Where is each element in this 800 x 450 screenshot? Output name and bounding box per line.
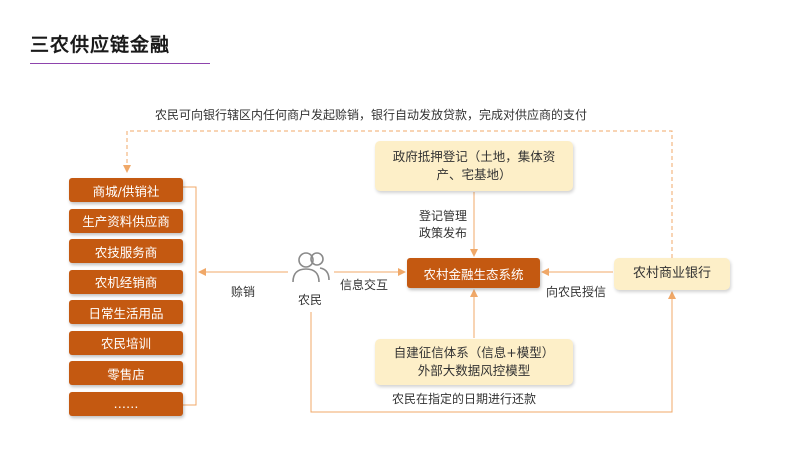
registration-label-1: 登记管理: [419, 209, 468, 223]
repay-label: 农民在指定的日期进行还款: [392, 392, 537, 406]
credit-box-line2: 外部大数据风控模型: [417, 363, 531, 378]
repayment-loop: [310, 291, 676, 413]
entity-item: 农技服务商: [69, 239, 183, 263]
title-underline: [30, 63, 210, 64]
entity-item: 商城/供销社: [69, 178, 183, 202]
farmer-label: 农民: [298, 293, 323, 307]
grant-credit-label: 向农民授信: [546, 285, 607, 299]
entity-item: 生产资料供应商: [69, 208, 183, 233]
entity-item: 农民培训: [69, 330, 183, 355]
entity-item: 零售店: [69, 361, 183, 385]
registration-label-2: 政策发布: [419, 226, 468, 240]
gov-box-line1: 政府抵押登记（土地，集体资: [392, 149, 556, 164]
entity-item: 日常生活用品: [69, 300, 183, 324]
ecosystem-box: 农村金融生态系统: [407, 258, 540, 288]
entity-bracket: [183, 186, 197, 406]
credit-system-box: 自建征信体系（信息+模型） 外部大数据风控模型: [375, 339, 573, 385]
dashed-payment-loop: [123, 130, 673, 258]
entity-item: 农机经销商: [69, 269, 183, 294]
users-icon: [292, 252, 330, 283]
gov-box-line2: 产、宅基地）: [436, 167, 512, 182]
info-exchange-label: 信息交互: [340, 278, 389, 292]
top-note: 农民可向银行辖区内任何商户发起赊销，银行自动发放贷款，完成对供应商的支付: [155, 108, 588, 122]
bank-box: 农村商业银行: [614, 258, 730, 290]
entity-item: ……: [69, 391, 183, 416]
page-title: 三农供应链金融: [30, 34, 171, 56]
credit-box-line1: 自建征信体系（信息+模型）: [393, 345, 555, 360]
credit-sale-label: 赊销: [231, 285, 256, 299]
gov-registration-box: 政府抵押登记（土地，集体资 产、宅基地）: [375, 141, 573, 191]
